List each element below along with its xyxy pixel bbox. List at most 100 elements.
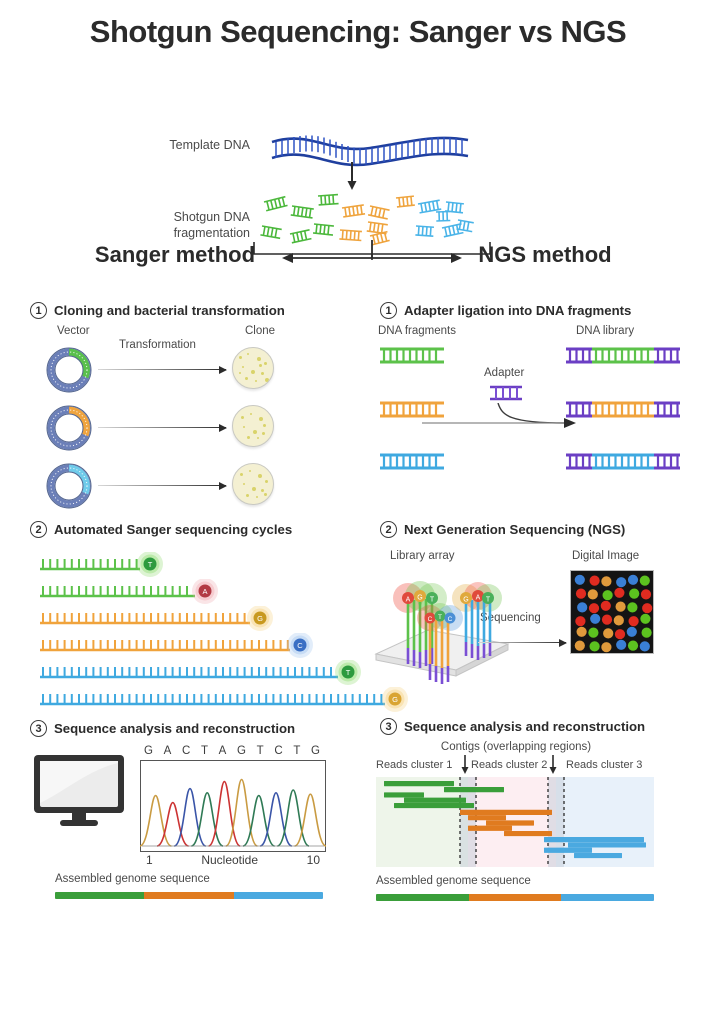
reads-cluster-2-label: Reads cluster 2 [471,759,548,771]
x-tick-max: 10 [306,853,320,867]
svg-text:T: T [346,668,351,677]
dna-library-label: DNA library [576,325,635,337]
chromatogram-peak [242,794,276,847]
chromatogram-peaks [140,760,326,852]
x-tick-min: 1 [146,853,153,867]
sequencing-cluster-dot [602,590,613,601]
sequencing-cluster-dot [627,640,639,651]
svg-text:T: T [486,596,491,603]
sequencing-cluster-dot [603,628,614,639]
plasmid-vector-blue [44,461,94,511]
reads-cluster-1-label: Reads cluster 1 [376,759,453,771]
template-dna-illustration [270,128,470,168]
dna-library-fragment-2 [566,401,680,418]
sequencing-cluster-dot [614,629,626,640]
asm-segment-orange [144,892,234,899]
sanger-strand: A [40,579,237,605]
sequencing-cluster-dot [616,639,627,650]
plasmid-vector-green [44,345,94,395]
adapter-molecule [489,385,523,401]
sanger-strand: T [40,552,182,578]
sequencing-cluster-dot [575,616,586,627]
read-segment [404,797,466,803]
sequence-base: T [293,745,301,757]
template-dna-label: Template DNA [169,138,250,152]
svg-text:G: G [392,695,398,704]
read-segment [468,825,512,831]
sequencing-cluster-dot [577,602,588,613]
sanger-step-2-header: 2 Automated Sanger sequencing cycles [0,521,358,538]
svg-text:C: C [297,641,303,650]
sequencing-cluster-dot [626,626,637,637]
step-title: Sequence analysis and reconstruction [404,719,646,734]
sequencing-cluster-dot [601,576,612,587]
assembled-genome-label: Assembled genome sequence [376,875,531,887]
sequence-base: C [181,745,191,757]
reads-alignment-plot [376,777,654,867]
chromatogram-peak [156,801,190,847]
sequencing-cluster-dot [629,588,640,599]
vector-label: Vector [57,325,90,337]
chromatogram-peak [259,791,293,847]
svg-text:T: T [148,560,153,569]
asm-segment-orange [468,894,562,901]
sequencing-cluster-dot [574,640,585,651]
read-segment [486,820,534,826]
sanger-step-1: 1 Cloning and bacterial transformation V… [0,302,358,525]
transformation-label: Transformation [119,339,196,351]
step-title: Sequence analysis and reconstruction [54,721,296,736]
step-title: Cloning and bacterial transformation [54,303,285,318]
ngs-step-1-header: 1 Adapter ligation into DNA fragments [358,302,716,319]
sequencing-cluster-dot [587,589,598,600]
methods-columns: 1 Cloning and bacterial transformation V… [0,298,716,911]
sequencing-cluster-dot [616,577,627,588]
sequencing-cluster-dot [640,589,652,600]
sequencing-cluster-dot [615,601,626,612]
sequencing-cluster-dot [639,641,650,652]
ngs-step-3: 3 Sequence analysis and reconstruction C… [358,718,716,911]
read-segment [384,781,454,787]
dna-library-fragment-3 [566,453,680,470]
petri-dish-clone-1 [232,347,274,389]
shotgun-fragmentation-label: Shotgun DNA fragmentation [173,210,250,240]
svg-text:G: G [257,614,263,623]
read-segment [568,842,646,848]
dna-fragments-illustration [258,192,478,250]
sanger-step-3-header: 3 Sequence analysis and reconstruction [0,720,358,737]
sequence-base: T [200,745,208,757]
digital-image-panel [570,570,654,654]
ngs-step-3-header: 3 Sequence analysis and reconstruction [358,718,716,735]
sequencing-cluster-dot [576,626,587,637]
step-number-badge: 2 [380,521,397,538]
asm-segment-blue [561,894,654,901]
reads-cluster-3-label: Reads cluster 3 [566,759,643,771]
ngs-step-2: 2 Next Generation Sequencing (NGS) Libra… [358,521,716,722]
sequencing-cluster-dot [642,603,653,614]
sequencing-cluster-dot [639,575,650,586]
chromatogram-peak [207,780,241,847]
svg-text:A: A [476,594,481,601]
petri-dish-clone-2 [232,405,274,447]
plasmid-vector-orange [44,403,94,453]
sequencing-cluster-dot [628,616,639,627]
clone-label: Clone [245,325,276,337]
dna-fragment-1 [380,347,444,364]
svg-text:C: C [428,616,433,623]
library-array-label: Library array [390,550,455,562]
read-segment [468,815,506,821]
read-segment [444,787,504,793]
chromatogram-axis-labels: 1 Nucleotide 10 [146,853,320,867]
sanger-step-3: 3 Sequence analysis and reconstruction [0,720,358,905]
read-segment [394,802,474,809]
sanger-strand: G [40,606,292,632]
assembled-genome-bar [55,892,323,899]
sanger-strand: G [40,687,427,713]
chromatogram-peak [190,791,224,847]
sequencing-cluster-dot [641,627,652,638]
digital-image-label: Digital Image [572,550,640,562]
sequencing-cluster-dot [627,574,639,585]
sequencing-cluster-dot [575,588,587,599]
fragmentation-arrow-icon [345,162,359,190]
assembled-genome-label: Assembled genome sequence [55,873,210,885]
sequencing-cluster-dot [601,614,613,625]
